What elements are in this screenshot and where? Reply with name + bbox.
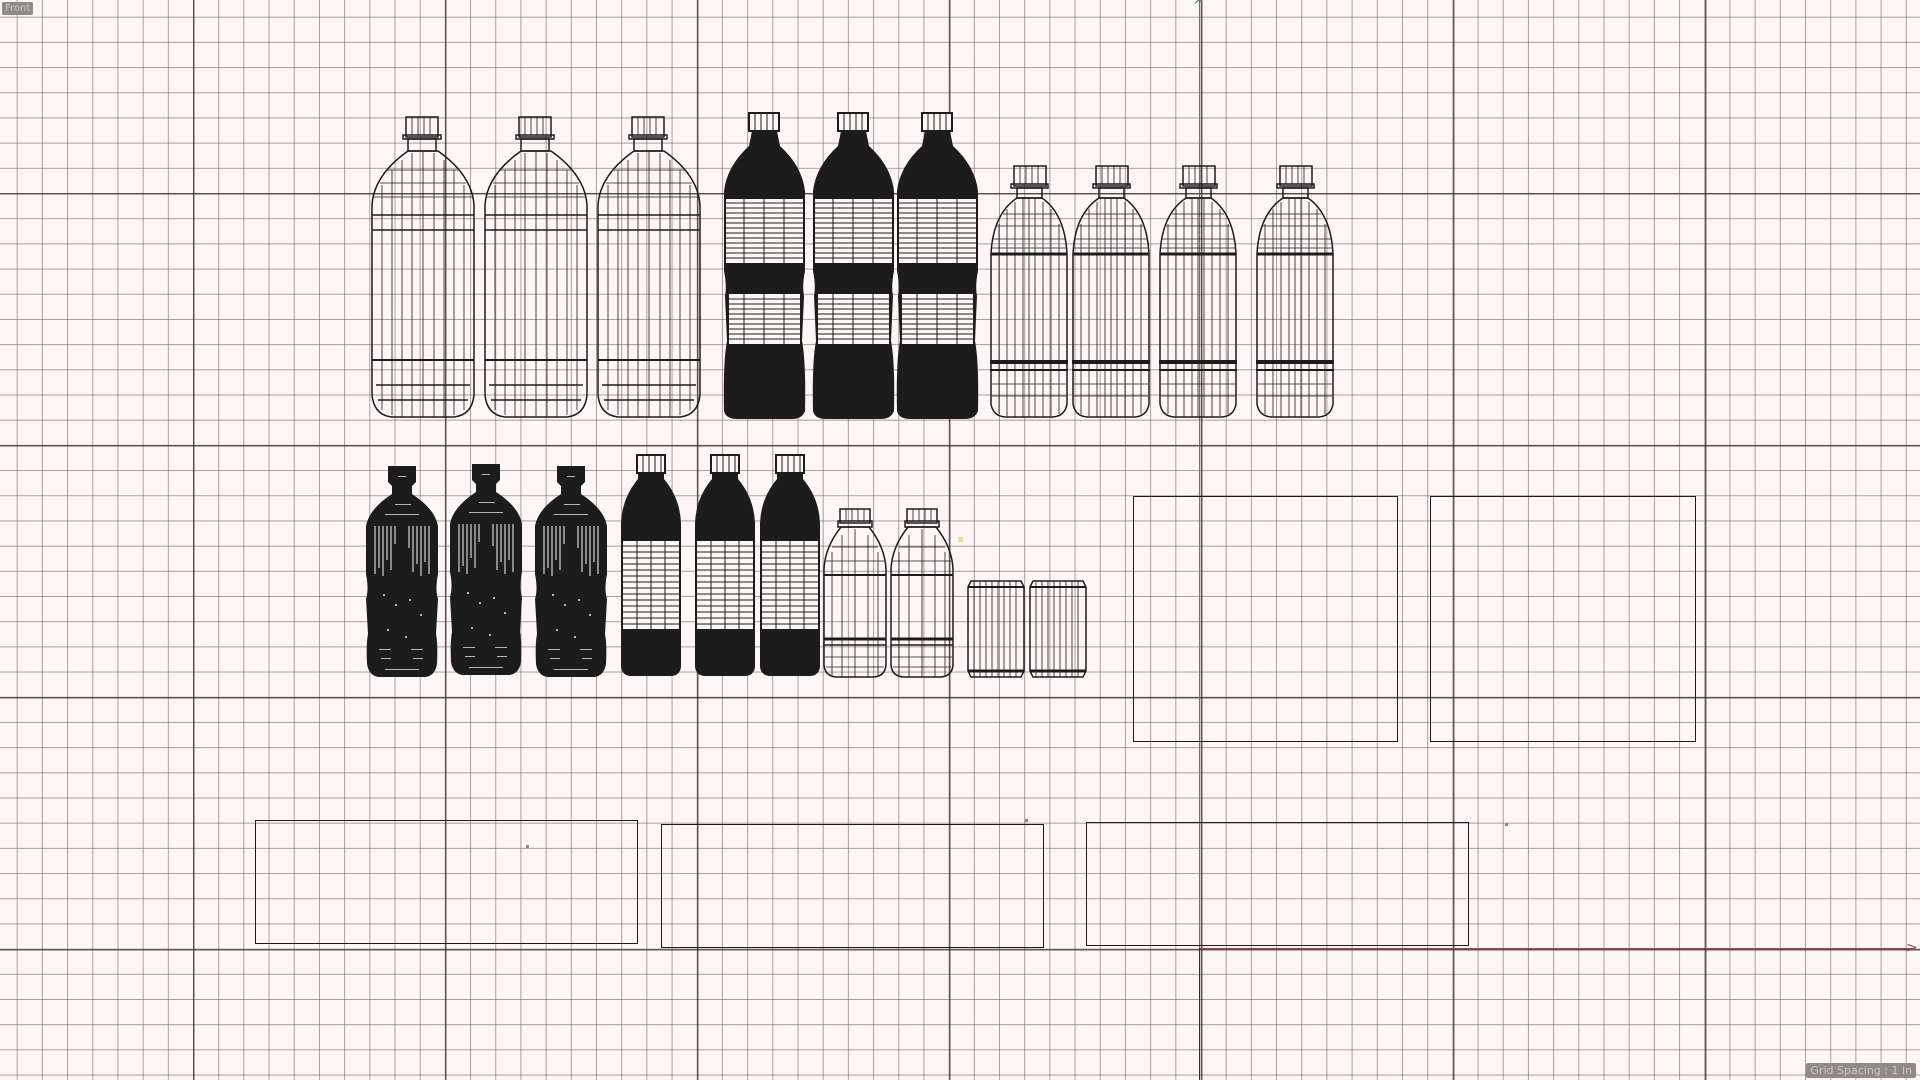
plane-3[interactable] — [255, 820, 638, 944]
light-gizmo-icon[interactable] — [958, 537, 963, 542]
large-bottle-wireframe-2[interactable] — [481, 115, 591, 420]
x-axis-line — [1199, 948, 1914, 949]
medium-bottle-wireframe-3[interactable] — [1158, 164, 1238, 419]
large-bottle-wireframe-1[interactable] — [368, 115, 478, 420]
plane-2[interactable] — [1430, 496, 1696, 742]
medium-bottle-wireframe-4[interactable] — [1255, 164, 1335, 419]
plane-5[interactable] — [1086, 822, 1469, 946]
textured-bottle-3[interactable] — [534, 464, 608, 679]
large-bottle-wireframe-3[interactable] — [594, 115, 704, 420]
small-dense-bottle-1[interactable] — [620, 453, 682, 678]
medium-bottle-wireframe-2[interactable] — [1071, 164, 1151, 419]
contour-bottle-dense-3[interactable] — [895, 111, 980, 421]
plane-1[interactable] — [1133, 496, 1398, 742]
short-bottle-wireframe-1[interactable] — [822, 507, 888, 679]
textured-bottle-1[interactable] — [365, 464, 439, 679]
short-bottle-wireframe-2[interactable] — [889, 507, 955, 679]
x-axis-arrow-icon: > — [1906, 940, 1918, 956]
contour-bottle-dense-2[interactable] — [811, 111, 896, 421]
viewport-label[interactable]: Front — [2, 2, 34, 15]
textured-bottle-2[interactable] — [449, 462, 523, 677]
pivot-point — [526, 845, 529, 848]
small-dense-bottle-2[interactable] — [694, 453, 756, 678]
y-axis-line — [1199, 0, 1200, 948]
contour-bottle-dense-1[interactable] — [722, 111, 807, 421]
pivot-point — [1025, 819, 1028, 822]
small-dense-bottle-3[interactable] — [759, 453, 821, 678]
can-wireframe-1[interactable] — [967, 579, 1025, 679]
can-wireframe-2[interactable] — [1029, 579, 1087, 679]
medium-bottle-wireframe-1[interactable] — [989, 164, 1069, 419]
grid-spacing-label: Grid Spacing : 1 in — [1806, 1063, 1916, 1078]
pivot-point — [1505, 823, 1508, 826]
plane-4[interactable] — [661, 824, 1044, 948]
origin-line — [1199, 948, 1200, 1080]
y-axis-arrow-icon: ^ — [1193, 0, 1205, 14]
